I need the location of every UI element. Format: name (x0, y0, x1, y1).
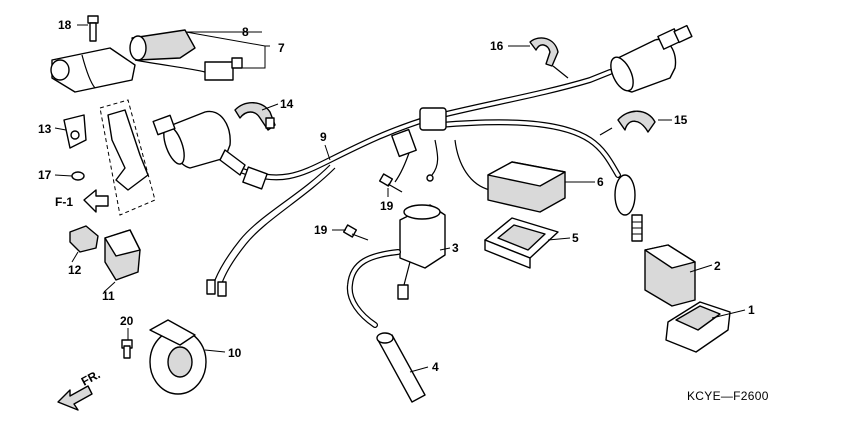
callout-2: 2 (714, 259, 721, 273)
callout-19b: 19 (314, 223, 328, 237)
wire-harness (206, 69, 621, 297)
callout-5: 5 (572, 231, 579, 245)
callout-19a: 19 (380, 199, 394, 213)
part-1 (665, 301, 731, 353)
part-2 (644, 244, 696, 307)
front-label: FR. (79, 367, 103, 388)
callout-18: 18 (58, 18, 72, 32)
callout-10: 10 (228, 346, 242, 360)
callout-15: 15 (674, 113, 688, 127)
coil-upper-right (610, 24, 693, 93)
connector-right (614, 174, 643, 242)
callout-12: 12 (68, 263, 82, 277)
callout-6: 6 (597, 175, 604, 189)
part-3-ignition-coil (346, 204, 446, 328)
part-4-plug-cap (376, 332, 426, 403)
bolt-19a (378, 173, 403, 193)
callout-8: 8 (242, 25, 249, 39)
left-unit (50, 47, 136, 149)
callout-4: 4 (432, 360, 439, 374)
clip-14 (234, 102, 276, 131)
callout-11: 11 (102, 289, 115, 303)
frame-ref-label: F-1 (55, 195, 73, 209)
callout-20: 20 (120, 314, 134, 328)
bracket-dashed (99, 99, 156, 216)
part-6 (487, 161, 566, 213)
part-5 (484, 217, 559, 269)
leader-lines (54, 24, 746, 373)
part-7-connector (134, 57, 243, 81)
callout-3: 3 (452, 241, 459, 255)
f1-arrow-group (83, 189, 109, 213)
callout-14: 14 (280, 97, 294, 111)
callout-7: 7 (278, 41, 285, 55)
callout-labels: 1 2 3 4 5 6 7 8 9 10 11 12 13 14 15 16 1… (38, 18, 755, 374)
clip-16 (529, 37, 569, 79)
clip-15 (599, 110, 656, 136)
part-10-horn (149, 319, 207, 395)
bolt-19b (342, 224, 369, 241)
diagram-code: KCYE—F2600 (687, 389, 769, 403)
callout-16: 16 (490, 39, 504, 53)
callout-13: 13 (38, 122, 52, 136)
callout-17: 17 (38, 168, 52, 182)
callout-9: 9 (320, 130, 327, 144)
front-arrow (57, 385, 93, 411)
coil-left (152, 110, 246, 176)
bolt-20 (121, 339, 133, 359)
part-11 (104, 229, 141, 281)
washer-17 (71, 171, 85, 181)
part-12 (69, 225, 99, 253)
bolt-18 (87, 15, 99, 42)
part-8-rubber-cover (129, 29, 196, 61)
callout-1: 1 (748, 303, 755, 317)
